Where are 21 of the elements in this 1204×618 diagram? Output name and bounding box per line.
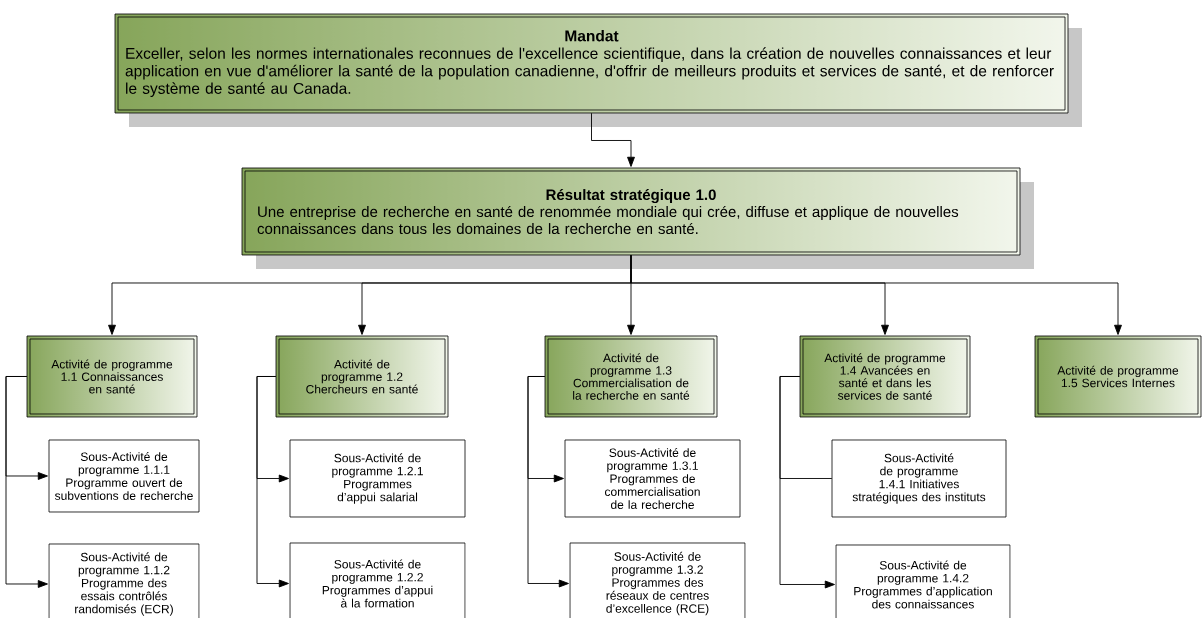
subprogram-box: Sous-Activité de programme 1.3.1 Programmes de commercialisation de la recherche xyxy=(564,439,741,518)
connector-arrow xyxy=(630,254,1122,335)
program-box: Activité de programme 1.1 Connaissances en santé xyxy=(26,335,198,418)
subprogram-box: Sous-Activité de programme 1.2.2 Programmes d’appui à la formation xyxy=(289,542,466,618)
subprogram-box: Sous-Activité de programme 1.2.1 Programmes d’appui salarial xyxy=(289,439,466,518)
program-box: Activité de programme 1.4 Avancées en santé et dans les services de santé xyxy=(799,335,971,418)
subprogram-box: Sous-Activité de programme 1.4.1 Initiatives stratégiques des instituts xyxy=(831,439,1007,518)
subprogram-box: Sous-Activité de programme 1.1.2 Programme des essais contrôlés randomisés (ECR) xyxy=(48,543,200,618)
connector-arrow xyxy=(527,376,569,588)
program-box: Activité de programme 1.5 Services Internes xyxy=(1034,335,1202,418)
subprogram-box: Sous-Activité de programme 1.1.1 Programme ouvert de subventions de recherche xyxy=(48,439,200,513)
program-box: Activité de programme 1.3 Commercialisation de la recherche en santé xyxy=(544,335,718,418)
connector-arrow xyxy=(5,376,48,588)
program-box: Activité de programme 1.2 Chercheurs en santé xyxy=(275,335,449,418)
connector-arrow xyxy=(256,376,289,588)
connector-arrow xyxy=(591,112,635,167)
connector-arrow xyxy=(779,376,835,589)
mandate-box: Mandat Exceller, selon les normes internationales reconnues de l'excellence scientifique, dans la création de nouvelles connaissances et leur application en vue d'améliorer la santé de la population canadienne, d'offrir de meilleurs produits et services de santé, et de renforcer le système de santé au Canada. xyxy=(114,13,1082,127)
subprogram-box: Sous-Activité de programme 1.4.2 Programmes d’application des connaissances xyxy=(835,544,1011,618)
outcome-box: Résultat stratégique 1.0 Une entreprise de recherche en santé de renommée mondiale qui crée, diffuse et applique de nouvelles connaissances dans tous les domaines de la recherche en santé. xyxy=(241,167,1034,269)
subprogram-box: Sous-Activité de programme 1.3.2 Programmes des réseaux de centres d’excellence (RCE) xyxy=(569,542,746,618)
